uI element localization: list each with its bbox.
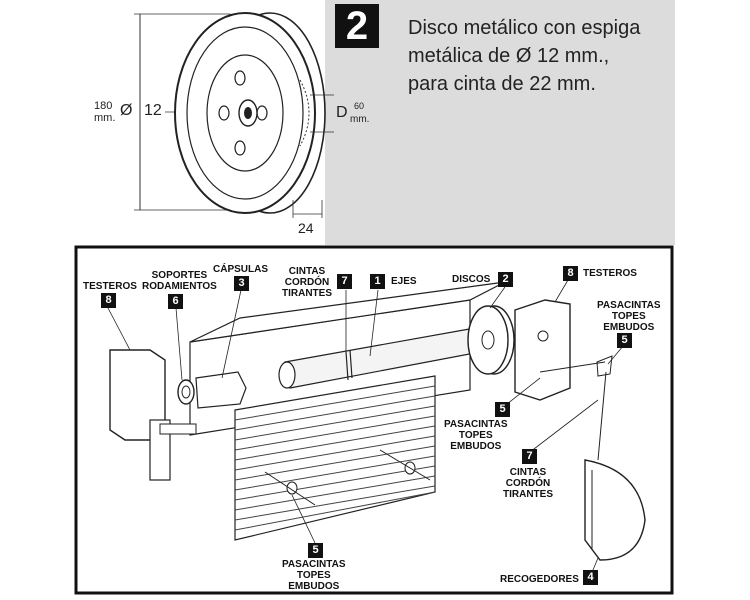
shaft-diameter-value: 12 [144,102,162,119]
outer-diameter-value: 180 [94,100,113,112]
label-line: PASACINTAS [444,419,508,430]
label-soportes: SOPORTES RODAMIENTOS [142,270,217,292]
label-line: CORDÓN [284,277,330,288]
disc-width-value: 24 [298,220,314,236]
label-line: PASACINTAS [282,559,346,570]
description-line: metálica de Ø 12 mm., [408,45,610,67]
label-pasacintas-right: PASACINTAS TOPES EMBUDOS [597,300,661,333]
badge-cintas-mid: 7 [522,449,537,464]
label-line: EMBUDOS [603,322,655,333]
badge-discos: 2 [498,272,513,287]
disc-detail-panel: 180 mm. Ø 12 D 60 mm. 24 2 Disco metálic… [0,0,750,245]
badge-pasacintas-right: 5 [617,333,632,348]
label-cintas-top: CINTAS CORDÓN TIRANTES [282,266,332,299]
label-pasacintas-bottom: PASACINTAS TOPES EMBUDOS [282,559,346,592]
inner-diameter-value: 60 [354,101,365,111]
badge-testeros-left: 8 [101,293,116,308]
label-line: EMBUDOS [450,441,502,452]
description-line: Disco metálico con espiga [408,17,641,39]
label-line: CINTAS [288,266,326,277]
inner-diameter-unit: mm. [350,114,370,125]
label-line: EMBUDOS [288,581,340,592]
badge-recogedores: 4 [583,570,598,585]
label-testeros-right: TESTEROS [583,268,637,279]
label-capsulas: CÁPSULAS [213,264,269,275]
label-line: TIRANTES [503,489,553,500]
badge-testeros-right: 8 [563,266,578,281]
description-box [325,0,675,245]
label-pasacintas-mid: PASACINTAS TOPES EMBUDOS [444,419,508,452]
label-line: CORDÓN [505,478,551,489]
badge-ejes: 1 [370,274,385,289]
label-line: CINTAS [509,467,547,478]
metal-disc-drawing [134,12,334,218]
label-line: TOPES [611,311,646,322]
detail-number-badge: 2 [335,4,379,48]
outer-diameter-unit: mm. [94,112,116,124]
disc-description: Disco metálico con espiga metálica de Ø … [408,14,673,98]
label-recogedores: RECOGEDORES [500,574,579,585]
label-discos: DISCOS [452,274,491,285]
inner-diameter-symbol: D [336,104,348,121]
shaft-diameter-symbol: Ø [120,102,133,119]
badge-pasacintas-mid: 5 [495,402,510,417]
label-ejes: EJES [391,276,417,287]
badge-capsulas: 3 [234,276,249,291]
label-line: TOPES [296,570,331,581]
label-line: SOPORTES [151,270,208,281]
badge-cintas-top: 7 [337,274,352,289]
label-cintas-mid: CINTAS CORDÓN TIRANTES [503,467,553,500]
label-line: PASACINTAS [597,300,661,311]
badge-pasacintas-bottom: 5 [308,543,323,558]
label-testeros-left: TESTEROS [83,281,137,292]
shutter-slats [234,375,436,541]
label-line: RODAMIENTOS [142,281,217,292]
label-line: TOPES [458,430,493,441]
description-line: para cinta de 22 mm. [408,73,596,95]
badge-soportes: 6 [168,294,183,309]
label-line: TIRANTES [282,288,332,299]
